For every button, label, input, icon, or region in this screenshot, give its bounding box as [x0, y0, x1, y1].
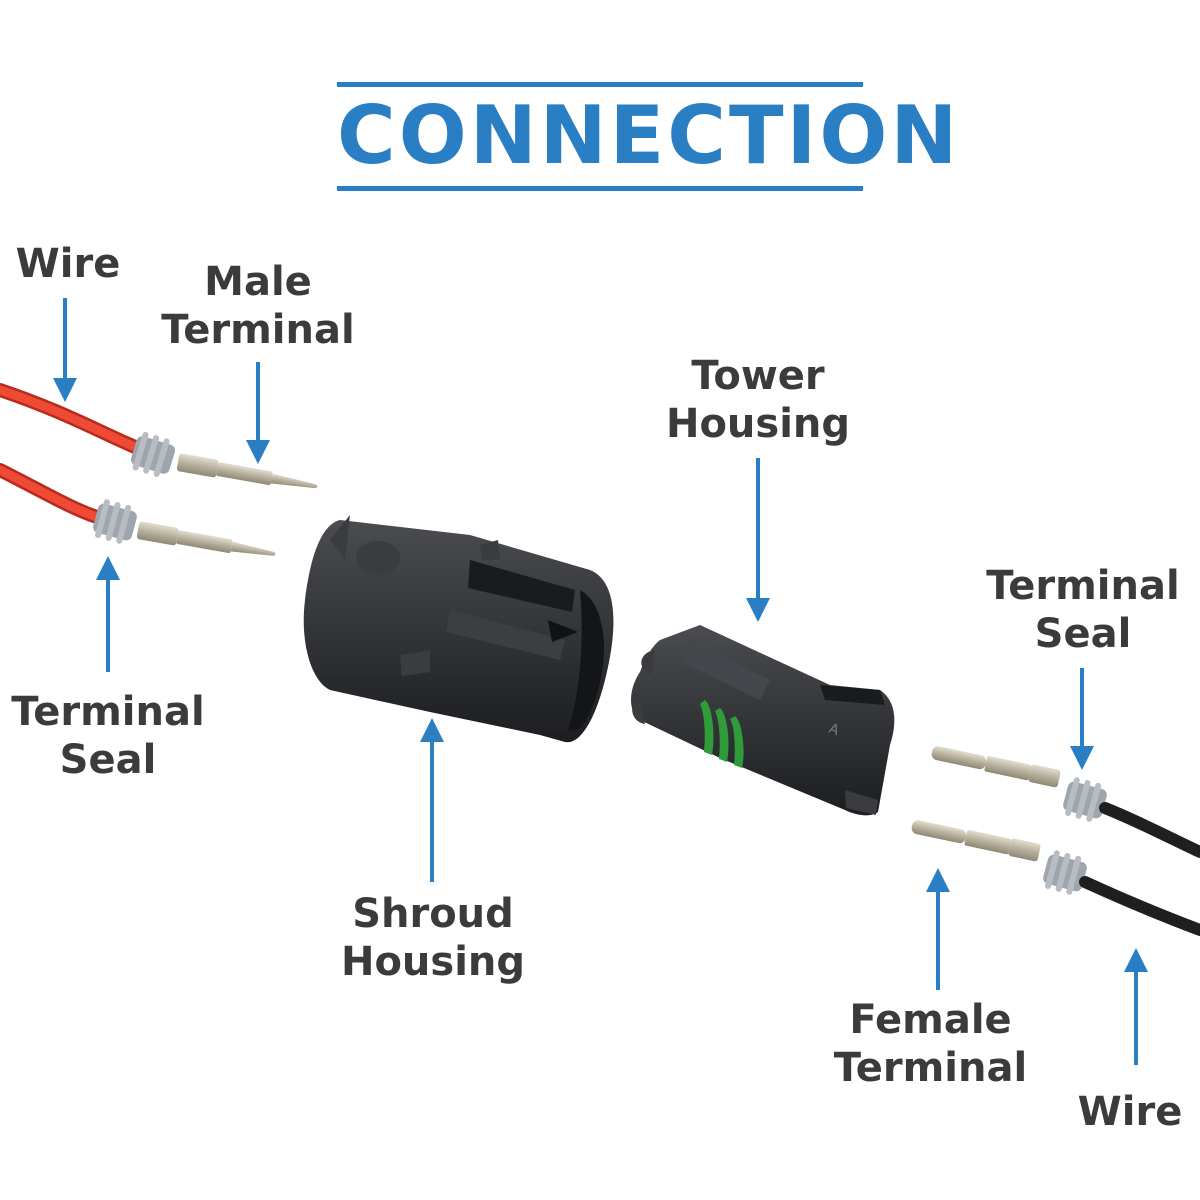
- label-wire-left: Wire: [15, 241, 121, 287]
- label-male-terminal: Male Terminal: [161, 259, 355, 353]
- label-wire-right: Wire: [1077, 1089, 1183, 1135]
- label-female-terminal: Female Terminal: [833, 997, 1028, 1091]
- diagram-title: CONNECTION: [337, 89, 961, 182]
- title-rule-top: [337, 82, 863, 87]
- red-wire-bottom: [0, 463, 104, 524]
- female-terminal-bottom: [911, 820, 1041, 862]
- terminal-seal-right-bottom: [1043, 850, 1087, 895]
- female-terminal-top: [931, 746, 1061, 788]
- label-terminal-seal-left: Terminal Seal: [11, 689, 205, 783]
- title-rule-bottom: [337, 186, 863, 191]
- terminal-seal-right-top: [1063, 777, 1107, 822]
- label-terminal-seal-right: Terminal Seal: [986, 563, 1180, 657]
- black-wire-bottom: [1079, 876, 1200, 936]
- terminal-seal-left-bottom: [93, 499, 137, 544]
- label-tower-housing: Tower Housing: [665, 353, 851, 447]
- shroud-housing: [303, 515, 614, 743]
- black-wire-top: [1099, 802, 1200, 858]
- tower-housing: A: [631, 625, 895, 816]
- red-wire-top: [0, 383, 142, 454]
- terminal-seal-left-top: [130, 431, 176, 477]
- label-shroud-housing: Shroud Housing: [340, 891, 526, 985]
- male-terminal-top: [176, 453, 318, 489]
- male-terminal-bottom: [136, 521, 276, 556]
